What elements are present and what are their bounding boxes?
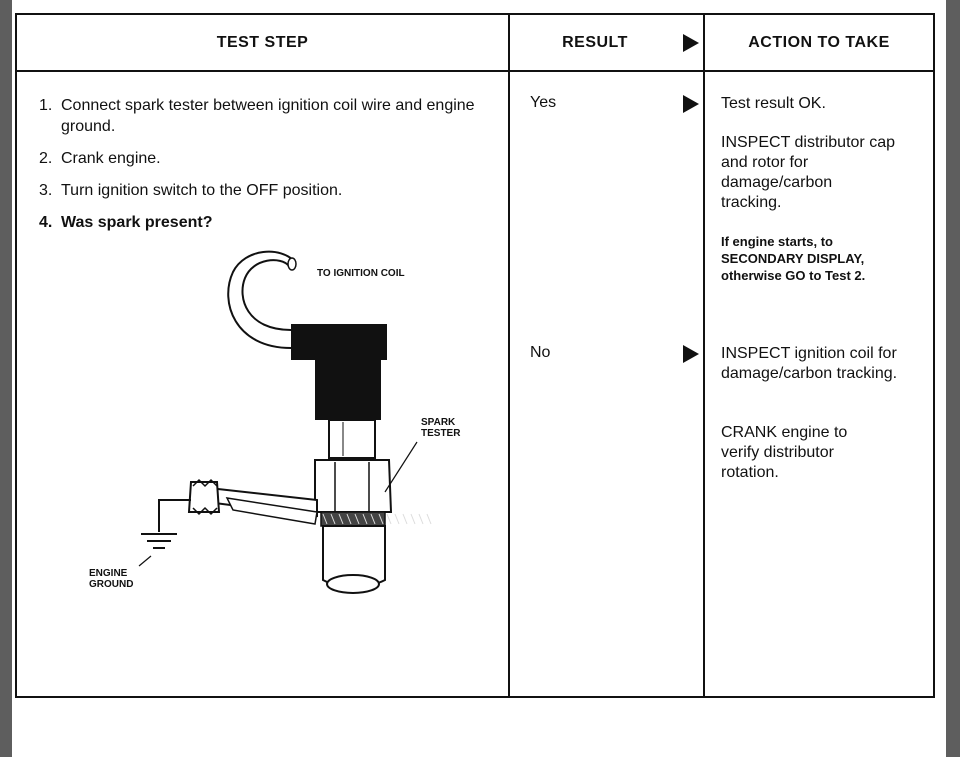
action-yes-result-ok: Test result OK. [721,95,826,112]
step-text: Crank engine. [61,150,161,167]
header-arrow-icon [683,34,699,52]
header-result: RESULT [562,34,628,51]
label-spark-tester: SPARK TESTER [421,417,460,439]
test-step-item: 1. Connect spark tester between ignition… [39,95,489,137]
label-engine-ground-line1: ENGINE [89,568,128,579]
spark-tester-illustration [138,250,432,594]
column-divider [703,15,705,696]
header-test-step: TEST STEP [216,34,309,51]
result-no-arrow-icon [683,345,699,363]
test-step-item: 4. Was spark present? [39,212,489,233]
result-yes: Yes [530,94,557,111]
step-question: Was spark present? [61,214,213,231]
test-step-item: 2. Crank engine. [39,148,489,169]
label-spark-tester-line1: SPARK [421,417,456,428]
label-spark-tester-line2: TESTER [421,428,461,439]
action-no-crank: CRANK engine to verify distributor rotat… [721,424,848,481]
action-yes-goto: If engine starts, to SECONDARY DISPLAY, … [721,234,866,283]
action-no-inspect: INSPECT ignition coil for damage/carbon … [721,345,898,382]
header-action: ACTION TO TAKE [748,34,890,51]
step-number: 4. [39,214,53,231]
result-yes-arrow-icon [683,95,699,113]
column-divider [508,15,510,696]
spark-tester-diagram: TO IGNITION COIL SPARK TESTER ENGINE GRO… [67,250,487,610]
step-number: 2. [39,150,53,167]
label-engine-ground: ENGINE GROUND [89,568,133,590]
result-no: No [530,344,551,361]
step-text: Connect spark tester between ignition co… [61,97,475,135]
test-step-item: 3. Turn ignition switch to the OFF posit… [39,180,489,201]
step-number: 1. [39,97,53,114]
header-divider [17,70,933,72]
step-text: Turn ignition switch to the OFF position… [61,182,343,199]
test-step-list: 1. Connect spark tester between ignition… [39,95,489,244]
label-to-ignition-coil: TO IGNITION COIL [317,268,405,279]
document-page: TEST STEP RESULT ACTION TO TAKE 1. Conne… [12,0,946,757]
label-engine-ground-line2: GROUND [89,579,134,590]
diagnostic-table: TEST STEP RESULT ACTION TO TAKE 1. Conne… [15,13,935,698]
action-yes-inspect: INSPECT distributor cap and rotor for da… [721,134,895,211]
step-number: 3. [39,182,53,199]
